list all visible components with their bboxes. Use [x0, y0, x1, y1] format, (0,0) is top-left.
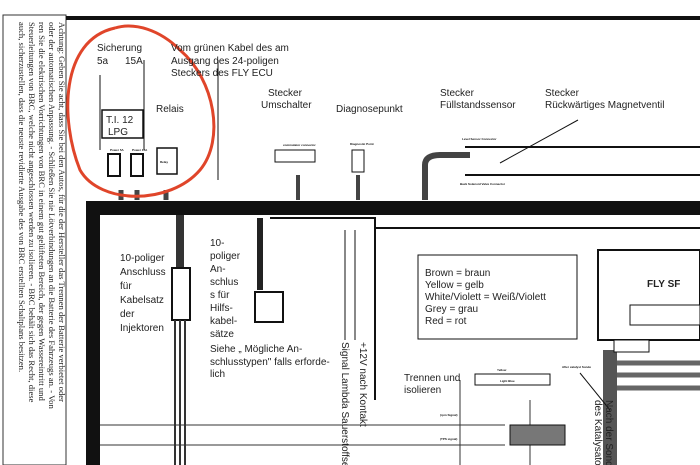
svg-text:auch, sicherzustellen, dass di: auch, sicherzustellen, dass die neuste r…: [17, 22, 27, 372]
svg-text:10-poliger: 10-poliger: [120, 253, 165, 264]
svg-text:Relay: Relay: [160, 160, 168, 164]
svg-text:10-: 10-: [210, 238, 224, 249]
svg-text:Stecker: Stecker: [545, 88, 580, 99]
svg-text:oder der automatischen Anpassu: oder der automatischen Anpassung. - Schl…: [47, 22, 57, 409]
svg-text:Light Blue: Light Blue: [500, 379, 515, 383]
svg-text:sätze: sätze: [210, 329, 234, 340]
svg-text:des Katalysators: des Katalysators: [592, 400, 603, 465]
svg-text:Sicherung: Sicherung: [97, 43, 142, 54]
svg-text:(rpm Signal): (rpm Signal): [440, 413, 458, 417]
svg-text:Steckers des FLY ECU: Steckers des FLY ECU: [171, 68, 273, 79]
svg-text:Brown = braun: Brown = braun: [425, 268, 490, 279]
svg-text:LPG: LPG: [108, 127, 128, 138]
switch-connector: [274, 149, 316, 163]
aux-connector: [254, 291, 284, 323]
svg-text:T.I. 12: T.I. 12: [106, 115, 134, 126]
svg-text:Diagnostic Point: Diagnostic Point: [350, 142, 374, 146]
svg-text:FLY SF: FLY SF: [647, 279, 680, 290]
svg-text:Trennen und: Trennen und: [404, 373, 460, 384]
svg-text:schlus: schlus: [210, 277, 238, 288]
svg-text:isolieren: isolieren: [404, 385, 441, 396]
svg-text:Signal Lambda Sauerstoffsensor: Signal Lambda Sauerstoffsensor: [339, 342, 350, 465]
svg-text:Nach der Sonde: Nach der Sonde: [603, 400, 614, 465]
legend-entries: Brown = braun Yellow = gelb White/Violet…: [425, 268, 546, 327]
svg-text:poliger: poliger: [210, 251, 241, 262]
color-legend: [417, 254, 578, 340]
highlight-circle: [66, 24, 216, 198]
relay: [156, 147, 178, 175]
svg-text:Yellow = gelb: Yellow = gelb: [425, 280, 484, 291]
svg-text:lich: lich: [210, 369, 225, 380]
svg-text:Back Solenoid Valve Connector: Back Solenoid Valve Connector: [460, 182, 506, 186]
injector-connector: [171, 267, 191, 321]
svg-text:der: der: [120, 309, 135, 320]
fuse-box: T.I. 12 LPG Power 5A Power 15A Relay: [99, 60, 219, 180]
svg-text:für: für: [120, 281, 132, 292]
svg-text:5a: 5a: [97, 56, 109, 67]
svg-text:Stecker: Stecker: [440, 88, 475, 99]
svg-text:Yellow: Yellow: [497, 368, 507, 372]
svg-text:Diagnosepunkt: Diagnosepunkt: [336, 104, 403, 115]
svg-text:Vom grünen Kabel des am: Vom grünen Kabel des am: [171, 43, 289, 54]
svg-text:commutator connector: commutator connector: [283, 143, 317, 147]
ecu-fly-sf: FLY SF: [597, 249, 700, 353]
svg-text:After catalyst Sonde: After catalyst Sonde: [562, 365, 591, 369]
diagnostic-connector: [351, 149, 365, 173]
svg-text:15A: 15A: [125, 56, 143, 67]
svg-text:Level Sensor Connector: Level Sensor Connector: [462, 137, 497, 141]
svg-text:Red = rot: Red = rot: [425, 316, 467, 327]
top-border: [66, 16, 700, 20]
svg-text:Achtung: Geben Sie acht, dass: Achtung: Geben Sie acht, dass Sie bei de…: [57, 22, 67, 402]
svg-text:An-: An-: [210, 264, 226, 275]
main-harness: Yellow Light Blue After catalyst Sonde (…: [86, 119, 700, 465]
svg-text:s für: s für: [210, 290, 230, 301]
svg-text:Umschalter: Umschalter: [261, 100, 312, 111]
svg-text:Injektoren: Injektoren: [120, 323, 164, 334]
svg-text:Füllstandssensor: Füllstandssensor: [440, 100, 516, 111]
svg-text:Relais: Relais: [156, 104, 184, 115]
svg-text:Siehe „ Mögliche An-: Siehe „ Mögliche An-: [210, 344, 302, 355]
svg-text:Grey = grau: Grey = grau: [425, 304, 478, 315]
svg-text:Power 15A: Power 15A: [132, 148, 148, 152]
svg-text:Anschluss: Anschluss: [120, 267, 166, 278]
fuse-5a: [107, 153, 121, 177]
svg-text:Power 5A: Power 5A: [110, 148, 125, 152]
svg-text:White/Violett = Weiß/Violett: White/Violett = Weiß/Violett: [425, 292, 546, 303]
warning-text: Achtung: Geben Sie acht, dass Sie bei de…: [17, 22, 67, 409]
svg-text:+12V nach Kontakt: +12V nach Kontakt: [357, 342, 368, 427]
warning-box: [2, 14, 67, 465]
svg-text:Stecker: Stecker: [268, 88, 303, 99]
sensor-connector: [509, 424, 566, 446]
svg-text:schlusstypen" falls erforde-: schlusstypen" falls erforde-: [210, 357, 330, 368]
annotations: Sicherung 5a 15A Vom grünen Kabel des am…: [97, 43, 665, 465]
svg-text:Kabelsatz: Kabelsatz: [120, 295, 164, 306]
svg-text:Steuerleitungen von BRC, welch: Steuerleitungen von BRC, welche nicht an…: [27, 22, 37, 403]
svg-text:Rückwärtiges Magnetventil: Rückwärtiges Magnetventil: [545, 100, 665, 111]
svg-text:ren Sie die elektrischen Vorri: ren Sie die elektrischen Vorrichtungen v…: [37, 22, 47, 401]
fuse-15a: [130, 153, 144, 177]
svg-text:kabel-: kabel-: [210, 316, 237, 327]
svg-text:(TPS signal): (TPS signal): [440, 437, 457, 441]
svg-text:Hilfs-: Hilfs-: [210, 303, 233, 314]
svg-text:Ausgang des 24-poligen: Ausgang des 24-poligen: [171, 56, 279, 67]
